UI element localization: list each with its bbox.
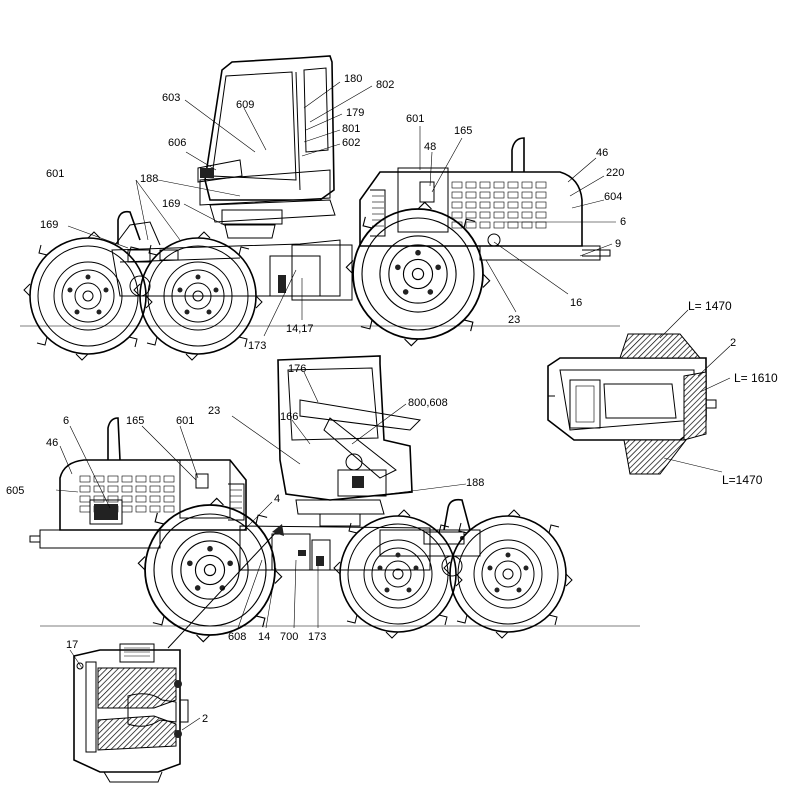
label-179: 179 <box>346 107 364 119</box>
label-166: 166 <box>280 411 298 423</box>
label-169-lower: 169 <box>40 219 58 231</box>
label-2-detail: 2 <box>202 713 208 725</box>
label-604: 604 <box>604 191 622 203</box>
label-188-bottom: 188 <box>466 477 484 489</box>
label-609: 609 <box>236 99 254 111</box>
label-16: 16 <box>570 297 582 309</box>
label-173: 173 <box>248 340 266 352</box>
label-608: 608 <box>228 631 246 643</box>
callout-labels: 603 609 180 802 179 801 602 606 601 188 … <box>6 73 778 725</box>
label-176: 176 <box>288 363 306 375</box>
label-6-bottom: 6 <box>63 415 69 427</box>
side-view-top <box>20 55 620 361</box>
label-800-608: 800,608 <box>408 397 448 409</box>
label-46-bottom: 46 <box>46 437 58 449</box>
label-606: 606 <box>168 137 186 149</box>
label-23-bottom: 23 <box>208 405 220 417</box>
label-180: 180 <box>344 73 362 85</box>
label-48: 48 <box>424 141 436 153</box>
label-601-bottom: 601 <box>176 415 194 427</box>
side-view-bottom <box>29 355 640 643</box>
label-700: 700 <box>280 631 298 643</box>
leaders-rear <box>659 309 731 473</box>
label-46: 46 <box>596 147 608 159</box>
label-602: 602 <box>342 137 360 149</box>
leaders-top <box>67 81 616 337</box>
label-601-left: 601 <box>46 168 64 180</box>
label-173-bottom: 173 <box>308 631 326 643</box>
label-4: 4 <box>274 493 280 505</box>
detail-view <box>73 643 189 783</box>
label-l-1470-top: L= 1470 <box>688 299 732 313</box>
label-220: 220 <box>606 167 624 179</box>
label-605: 605 <box>6 485 24 497</box>
label-23: 23 <box>508 314 520 326</box>
detail-pointer <box>167 527 281 649</box>
label-802: 802 <box>376 79 394 91</box>
label-l-1470-bottom: L=1470 <box>722 473 763 487</box>
label-165: 165 <box>454 125 472 137</box>
leaders-bottom <box>55 371 467 629</box>
leaders-detail <box>69 649 201 731</box>
label-165-bottom: 165 <box>126 415 144 427</box>
label-9: 9 <box>615 238 621 250</box>
label-6: 6 <box>620 216 626 228</box>
label-601-right: 601 <box>406 113 424 125</box>
label-17-detail: 17 <box>66 639 78 651</box>
label-801: 801 <box>342 123 360 135</box>
label-169-upper: 169 <box>162 198 180 210</box>
label-14-17: 14,17 <box>286 323 314 335</box>
label-2-rear: 2 <box>730 337 736 349</box>
label-188: 188 <box>140 173 158 185</box>
label-l-1610: L= 1610 <box>734 371 778 385</box>
rear-view <box>547 333 717 475</box>
label-14: 14 <box>258 631 270 643</box>
label-603: 603 <box>162 92 180 104</box>
